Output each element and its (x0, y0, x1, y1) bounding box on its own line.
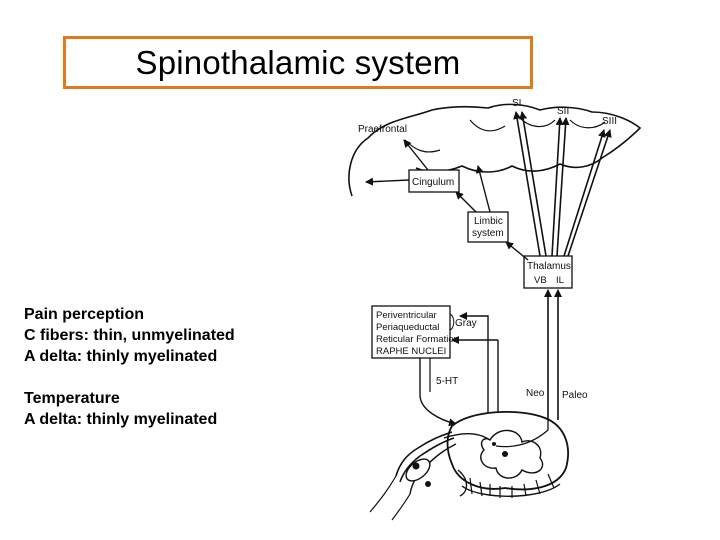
label-neo: Neo (526, 388, 545, 399)
label-prefrontal: Praefrontal (358, 124, 407, 135)
arrow-limbic-cortex (475, 165, 491, 213)
pain-heading: Pain perception (24, 306, 145, 323)
c-fibers-note: C fibers: thin, unmyelinated (24, 327, 235, 344)
arrow-to-sii (551, 117, 564, 257)
arrow-to-si (513, 111, 541, 257)
descending-5ht (419, 358, 457, 427)
cortex-fold-3 (519, 117, 556, 128)
label-5ht: 5-HT (436, 376, 458, 387)
label-sii: SII (557, 106, 569, 117)
label-reticular: Reticular Formation (376, 334, 459, 345)
title-box: Spinothalamic system (63, 36, 533, 89)
arrow-to-siii-2 (567, 129, 612, 257)
label-siii: SIII (602, 116, 617, 127)
label-si: SI (512, 98, 521, 109)
brainstem-box (371, 305, 451, 359)
label-thalamus-il: IL (556, 275, 564, 286)
gray-bracket (449, 313, 455, 331)
thalamus-box (523, 255, 573, 289)
label-raphe: RAPHE NUCLEI (376, 346, 446, 357)
arrow-to-si-2 (519, 111, 547, 257)
a-delta-temp-note: A delta: thinly myelinated (24, 411, 218, 428)
arrow-to-siii (563, 129, 606, 257)
cingulum-box (408, 169, 460, 193)
fiber-entry (443, 433, 491, 441)
dorsal-root (369, 431, 457, 521)
arrow-thalamus-limbic (505, 241, 529, 261)
label-cingulum: Cingulum (412, 177, 454, 188)
label-thalamus-vb: VB (534, 275, 547, 286)
notes-panel: Pain perception C fibers: thin, unmyelin… (24, 304, 235, 430)
label-thalamus: Thalamus (527, 261, 571, 272)
arrow-limbic-cingulum (455, 191, 477, 213)
arrow-cingulum-up (403, 139, 429, 171)
arrow-to-sii-2 (556, 117, 570, 257)
label-limbic-2: system (472, 228, 504, 239)
label-periventricular: Periventricular (376, 310, 437, 321)
label-paleo: Paleo (562, 390, 588, 401)
label-gray: Gray (455, 318, 477, 329)
a-delta-pain-note: A delta: thinly myelinated (24, 348, 218, 365)
cortex-fold-1 (404, 139, 441, 153)
limbic-box (467, 211, 509, 243)
cortex-outline (348, 103, 642, 197)
spinal-cord-section (446, 411, 569, 498)
slide-title: Spinothalamic system (135, 43, 461, 81)
cortex-fold-2 (469, 119, 506, 132)
label-periaqueductal: Periaqueductal (376, 322, 439, 333)
cortex-fold-4 (569, 119, 606, 129)
fiber-cross (495, 420, 549, 448)
tract-paleo-branch (459, 312, 489, 420)
temperature-heading: Temperature (24, 390, 120, 407)
arrow-cingulum-prefrontal (365, 177, 410, 186)
label-limbic-1: Limbic (474, 216, 503, 227)
